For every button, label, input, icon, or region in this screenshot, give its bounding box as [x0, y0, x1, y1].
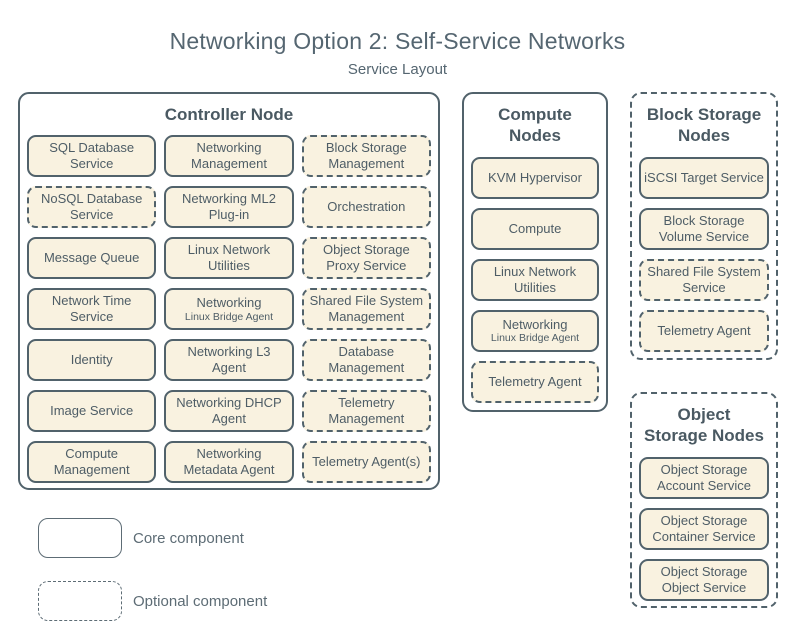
service-shared-file-system-management: Shared File System Management — [301, 288, 431, 331]
service-label: Networking — [502, 316, 568, 332]
service-shared-file-system-service: Shared File System Service — [639, 258, 769, 301]
optional-component-swatch — [38, 581, 122, 621]
service-orchestration: Orchestration — [301, 186, 431, 229]
service-object-storage-account-service: Object Storage Account Service — [639, 456, 769, 499]
service-label: Block Storage Volume Service — [658, 212, 750, 244]
service-compute-management: Compute Management — [27, 441, 157, 484]
service-block-storage-volume-service: Block Storage Volume Service — [639, 207, 769, 250]
service-message-queue: Message Queue — [27, 237, 157, 280]
service-iscsi-target-service: iSCSI Target Service — [639, 156, 769, 199]
service-telemetry-agent-s: Telemetry Agent(s) — [301, 441, 431, 484]
service-label: Network Time Service — [51, 293, 132, 325]
service-telemetry-management: Telemetry Management — [301, 390, 431, 433]
service-linux-network-utilities: Linux Network Utilities — [471, 258, 599, 301]
service-label: Networking ML2 Plug-in — [182, 191, 276, 223]
service-label: Orchestration — [327, 199, 406, 215]
service-database-management: Database Management — [301, 339, 431, 382]
service-compute: Compute — [471, 207, 599, 250]
node-title-object-storage: Object Storage Nodes — [644, 405, 764, 446]
service-label: Database Management — [328, 344, 405, 376]
service-label: Telemetry Agent — [488, 373, 582, 389]
service-telemetry-agent: Telemetry Agent — [471, 360, 599, 403]
service-networking-l3-agent: Networking L3 Agent — [164, 339, 294, 382]
service-identity: Identity — [27, 339, 157, 382]
service-label: Object Storage Proxy Service — [322, 242, 410, 274]
node-title-compute: Compute Nodes — [498, 105, 572, 146]
service-label: Shared File System Management — [309, 293, 424, 325]
service-label: Networking Metadata Agent — [183, 446, 275, 478]
core-component-swatch — [38, 518, 122, 558]
service-sublabel: Linux Bridge Agent — [184, 311, 274, 324]
legend-label: Core component — [133, 529, 244, 547]
service-image-service: Image Service — [27, 390, 157, 433]
service-label: Object Storage Account Service — [657, 461, 751, 493]
service-block-storage-management: Block Storage Management — [301, 135, 431, 178]
service-telemetry-agent: Telemetry Agent — [639, 309, 769, 352]
service-label: Shared File System Service — [647, 263, 761, 295]
service-networking-ml2-plug-in: Networking ML2 Plug-in — [164, 186, 294, 229]
service-label: Image Service — [50, 403, 134, 419]
service-label: Telemetry Agent — [657, 322, 751, 338]
service-label: Message Queue — [43, 250, 140, 266]
service-label: Telemetry Agent(s) — [312, 454, 421, 470]
service-label: Networking L3 Agent — [187, 344, 271, 376]
service-label: SQL Database Service — [49, 140, 135, 172]
service-object-storage-object-service: Object Storage Object Service — [639, 558, 769, 601]
service-label: Object Storage Container Service — [652, 512, 756, 544]
service-linux-network-utilities: Linux Network Utilities — [164, 237, 294, 280]
node-services-controller: SQL Database Service Networking Managemen… — [27, 135, 431, 484]
service-label: Networking DHCP Agent — [176, 395, 282, 427]
service-nosql-database-service: NoSQL Database Service — [27, 186, 157, 229]
node-title-controller: Controller Node — [164, 105, 294, 124]
service-object-storage-proxy-service: Object Storage Proxy Service — [301, 237, 431, 280]
legend-row-optional-component: Optional component — [38, 581, 267, 621]
node-title-block-storage: Block Storage Nodes — [646, 105, 762, 146]
service-label: Linux Network Utilities — [187, 242, 271, 274]
service-label: Networking Management — [191, 140, 267, 172]
service-label: NoSQL Database Service — [40, 191, 143, 223]
service-network-time-service: Network Time Service — [27, 288, 157, 331]
service-object-storage-container-service: Object Storage Container Service — [639, 507, 769, 550]
service-label: Object Storage Object Service — [660, 563, 748, 595]
service-sublabel: Linux Bridge Agent — [490, 332, 580, 345]
legend-label: Optional component — [133, 592, 268, 610]
service-networking-metadata-agent: Networking Metadata Agent — [164, 441, 294, 484]
service-label: Linux Network Utilities — [493, 263, 577, 295]
service-kvm-hypervisor: KVM Hypervisor — [471, 156, 599, 199]
service-networking-management: Networking Management — [164, 135, 294, 178]
service-networking-dhcp-agent: Networking DHCP Agent — [164, 390, 294, 433]
legend-row-core-component: Core component — [38, 518, 267, 558]
diagram-subtitle: Service Layout — [347, 61, 448, 78]
service-label: Block Storage Management — [325, 140, 407, 172]
diagram-title: Networking Option 2: Self-Service Networ… — [169, 28, 626, 54]
service-label: Networking — [196, 295, 262, 311]
service-label: KVM Hypervisor — [488, 169, 582, 185]
service-label: Compute — [508, 220, 562, 236]
service-label: Compute Management — [53, 446, 130, 478]
service-label: Identity — [70, 352, 113, 368]
service-sql-database-service: SQL Database Service — [27, 135, 157, 178]
service-label: iSCSI Target Service — [644, 169, 764, 185]
service-label: Telemetry Management — [328, 395, 405, 427]
